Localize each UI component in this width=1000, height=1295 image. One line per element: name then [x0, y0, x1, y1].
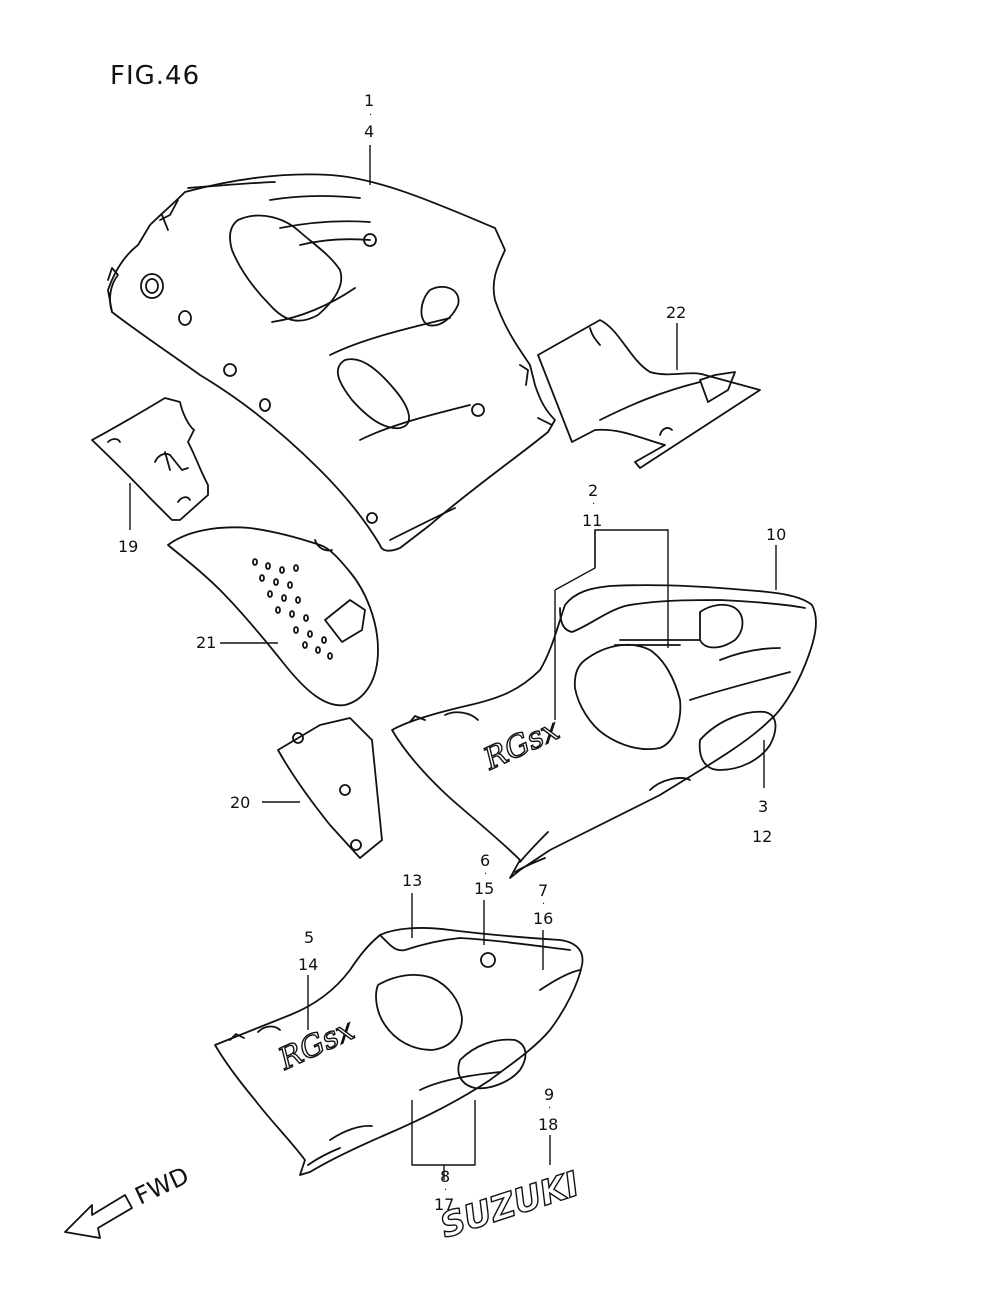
callout-13: 13 [402, 871, 422, 890]
callout-16: 16 [533, 909, 553, 928]
upper-side-cowling [107, 173, 556, 552]
callout-4: 4 [364, 122, 374, 141]
callout-11: 11 [582, 511, 602, 530]
callout-22: 22 [666, 303, 686, 322]
callout-separator-9: · [548, 1103, 551, 1114]
callout-20: 20 [230, 793, 250, 812]
ventilation-holes [252, 558, 333, 660]
direction-indicator: FWD [64, 1161, 194, 1239]
callout-separator-8: · [444, 1185, 447, 1196]
callout-numbers: 1 · 4 22 2 · 11 10 19 21 3 12 20 13 6 · … [118, 91, 786, 1214]
callout-17: 17 [434, 1195, 454, 1214]
model-emblem-left: RGsx [273, 1012, 360, 1078]
callout-3: 3 [758, 797, 768, 816]
callout-2: 2 [588, 481, 598, 500]
callout-21: 21 [196, 633, 216, 652]
callout-1: 1 [364, 91, 374, 110]
arrow-left-down-icon [64, 1194, 133, 1239]
cowling-bracket-lower [277, 717, 383, 859]
callout-separator-1: · [369, 110, 372, 121]
callout-separator-2: · [592, 499, 595, 510]
leader-lines [129, 145, 777, 1180]
direction-label: FWD [131, 1161, 194, 1210]
callout-18: 18 [538, 1115, 558, 1134]
under-cowling-left: RGsx [214, 927, 584, 1176]
cowling-bracket-left [91, 397, 209, 521]
callout-5: 5 [304, 928, 314, 947]
inner-cowling-panel [537, 319, 761, 469]
callout-10: 10 [766, 525, 786, 544]
inner-cowling-cover [167, 526, 379, 707]
callout-7: 7 [538, 881, 548, 900]
callout-14: 14 [298, 955, 318, 974]
callout-9: 9 [544, 1085, 554, 1104]
callout-8: 8 [440, 1167, 450, 1186]
figure-title: FIG.46 [110, 61, 200, 91]
callout-12: 12 [752, 827, 772, 846]
callout-separator-7: · [542, 899, 545, 910]
callout-19: 19 [118, 537, 138, 556]
brand-emblem: SUZUKI [435, 1164, 584, 1246]
model-emblem-right: RGsx [478, 712, 565, 778]
callout-15: 15 [474, 879, 494, 898]
callout-6: 6 [480, 851, 490, 870]
callout-separator-6: · [484, 869, 487, 880]
